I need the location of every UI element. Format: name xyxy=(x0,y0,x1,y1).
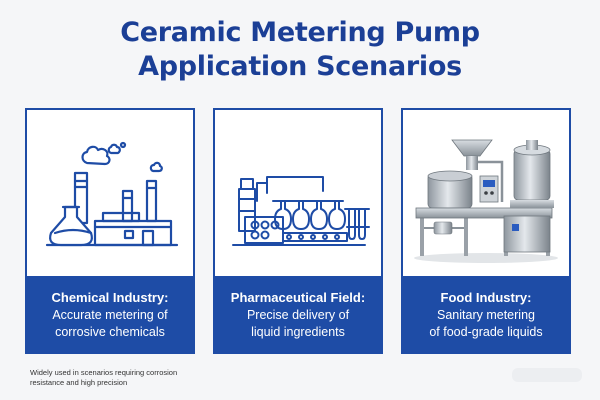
card-description-line-2: corrosive chemicals xyxy=(55,325,165,339)
card-chemical-industry: Chemical Industry: Accurate metering of … xyxy=(25,108,195,354)
card-description-line-1: Sanitary metering xyxy=(437,308,535,322)
footnote: Widely used in scenarios requiring corro… xyxy=(30,368,230,388)
card-food-industry: Food Industry: Sanitary metering of food… xyxy=(401,108,571,354)
card-description-line-1: Accurate metering of xyxy=(52,308,168,322)
chemical-factory-icon xyxy=(27,110,193,276)
page-title-line-1: Ceramic Metering Pump xyxy=(120,17,480,48)
card-description-line-2: liquid ingredients xyxy=(251,325,345,339)
scenario-cards: Chemical Industry: Accurate metering of … xyxy=(25,108,575,354)
card-description-line-2: of food-grade liquids xyxy=(429,325,543,339)
card-caption: Chemical Industry: Accurate metering of … xyxy=(27,276,193,352)
card-pharmaceutical-field: Pharmaceutical Field: Precise delivery o… xyxy=(213,108,383,354)
food-processing-machine-image xyxy=(403,110,569,276)
footnote-line-2: resistance and high precision xyxy=(30,378,128,387)
card-title: Chemical Industry: xyxy=(51,290,169,305)
page-title: Ceramic Metering Pump Application Scenar… xyxy=(0,16,600,84)
watermark-area xyxy=(512,368,582,382)
pharma-lab-icon xyxy=(215,110,381,276)
card-title: Pharmaceutical Field: xyxy=(230,290,366,305)
card-caption: Food Industry: Sanitary metering of food… xyxy=(403,276,569,352)
card-title: Food Industry: xyxy=(440,290,532,305)
card-caption: Pharmaceutical Field: Precise delivery o… xyxy=(215,276,381,352)
page-title-line-2: Application Scenarios xyxy=(138,51,462,82)
card-description-line-1: Precise delivery of xyxy=(246,308,350,322)
footnote-line-1: Widely used in scenarios requiring corro… xyxy=(30,368,178,377)
